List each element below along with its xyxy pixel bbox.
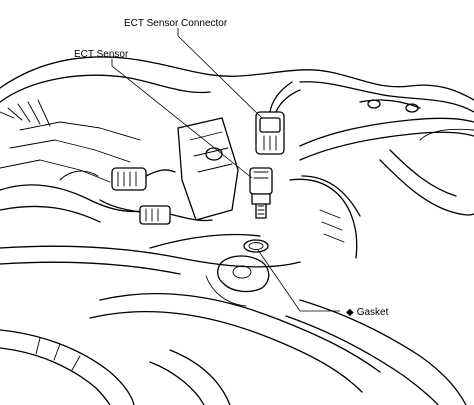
leader-lines	[111, 28, 340, 312]
sensor-mounting-boss	[205, 255, 270, 307]
right-hoses	[289, 99, 474, 259]
left-connector-cluster	[99, 167, 213, 225]
ect-sensor-label: ECT Sensor	[74, 49, 129, 60]
lower-pipes	[0, 233, 467, 405]
diamond-bullet-icon: ◆	[346, 307, 354, 318]
ect-sensor-connector-label: ECT Sensor Connector	[124, 18, 228, 29]
ect-sensor	[249, 167, 273, 219]
gasket-callout: ◆Gasket	[346, 307, 388, 319]
gasket	[243, 239, 269, 253]
upper-engine-outline	[0, 56, 474, 183]
thermostat-housing	[177, 117, 239, 221]
left-intake-ribs	[0, 99, 151, 223]
ect-sensor-connector	[255, 81, 301, 155]
bottom-left-hoses	[0, 329, 231, 405]
gasket-label: Gasket	[356, 307, 389, 318]
